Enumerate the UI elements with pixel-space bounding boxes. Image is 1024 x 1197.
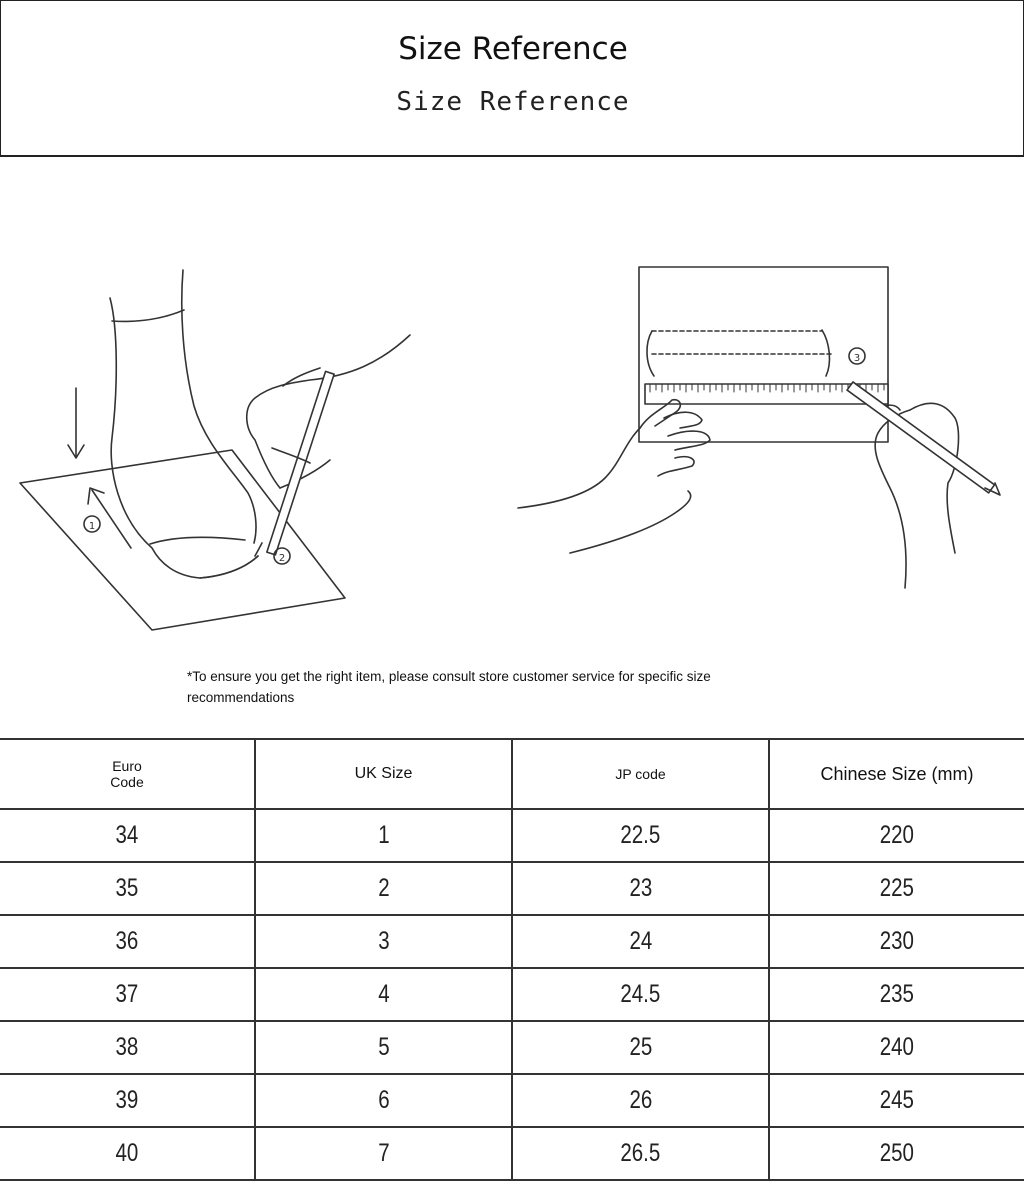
down-arrow-icon [67,387,85,459]
page-subtitle: Size Reference [396,87,630,117]
table-row: 35 2 23 225 [0,861,1024,916]
cell-uk: 6 [254,1073,513,1128]
cell-uk: 2 [254,861,513,916]
table-row: 39 6 26 245 [0,1073,1024,1128]
svg-text:1: 1 [89,521,95,532]
cell-jp: 25 [511,1020,770,1075]
paper-ruler-drawing [638,266,889,443]
cell-uk: 5 [254,1020,513,1075]
size-note: *To ensure you get the right item, pleas… [187,669,711,705]
size-table: Euro Code UK Size JP code Chinese Size (… [0,738,1024,1181]
cell-euro: 34 [0,808,256,863]
header: Size Reference Size Reference [0,0,1024,157]
table-row: 36 3 24 230 [0,914,1024,969]
header-divider [0,155,1024,157]
right-hand-pencil-drawing [846,381,1001,589]
cell-chinese: 220 [768,808,1024,863]
cell-jp: 24.5 [511,967,770,1022]
cell-jp: 23 [511,861,770,916]
step-3-marker-icon [848,347,866,365]
cell-jp: 22.5 [511,808,770,863]
cell-chinese: 225 [768,861,1024,916]
cell-chinese: 250 [768,1126,1024,1181]
table-header-row: Euro Code UK Size JP code Chinese Size (… [0,738,1024,810]
cell-uk: 3 [254,914,513,969]
cell-euro: 36 [0,914,256,969]
header-chinese-size: Chinese Size (mm) [768,738,1024,810]
cell-euro: 37 [0,967,256,1022]
svg-text:3: 3 [854,353,860,364]
cell-chinese: 240 [768,1020,1024,1075]
cell-jp: 26.5 [511,1126,770,1181]
cell-euro: 35 [0,861,256,916]
measuring-illustration: 1 2 3 [0,158,1024,658]
cell-uk: 4 [254,967,513,1022]
up-arrow-icon [87,487,132,549]
cell-euro: 40 [0,1126,256,1181]
svg-text:2: 2 [279,553,285,564]
leg-foot-drawing [109,269,259,579]
paper-sheet-drawing [19,449,346,631]
step-2-marker-icon [273,547,291,565]
cell-euro: 39 [0,1073,256,1128]
cell-chinese: 245 [768,1073,1024,1128]
foot-measure-drawing: 1 2 3 [19,266,1001,631]
cell-jp: 24 [511,914,770,969]
cell-chinese: 230 [768,914,1024,969]
left-hand-drawing [517,398,711,554]
cell-jp: 26 [511,1073,770,1128]
cell-chinese: 235 [768,967,1024,1022]
table-row: 38 5 25 240 [0,1020,1024,1075]
hand-pencil-drawing [245,334,411,557]
table-row: 40 7 26.5 250 [0,1126,1024,1181]
cell-uk: 1 [254,808,513,863]
header-uk-size: UK Size [254,738,513,810]
header-jp-code: JP code [511,738,770,810]
cell-euro: 38 [0,1020,256,1075]
table-row: 37 4 24.5 235 [0,967,1024,1022]
cell-uk: 7 [254,1126,513,1181]
table-row: 34 1 22.5 220 [0,808,1024,863]
header-euro-code: Euro Code [0,738,256,810]
step-1-marker-icon [83,515,101,533]
page-title: Size Reference [398,31,628,67]
